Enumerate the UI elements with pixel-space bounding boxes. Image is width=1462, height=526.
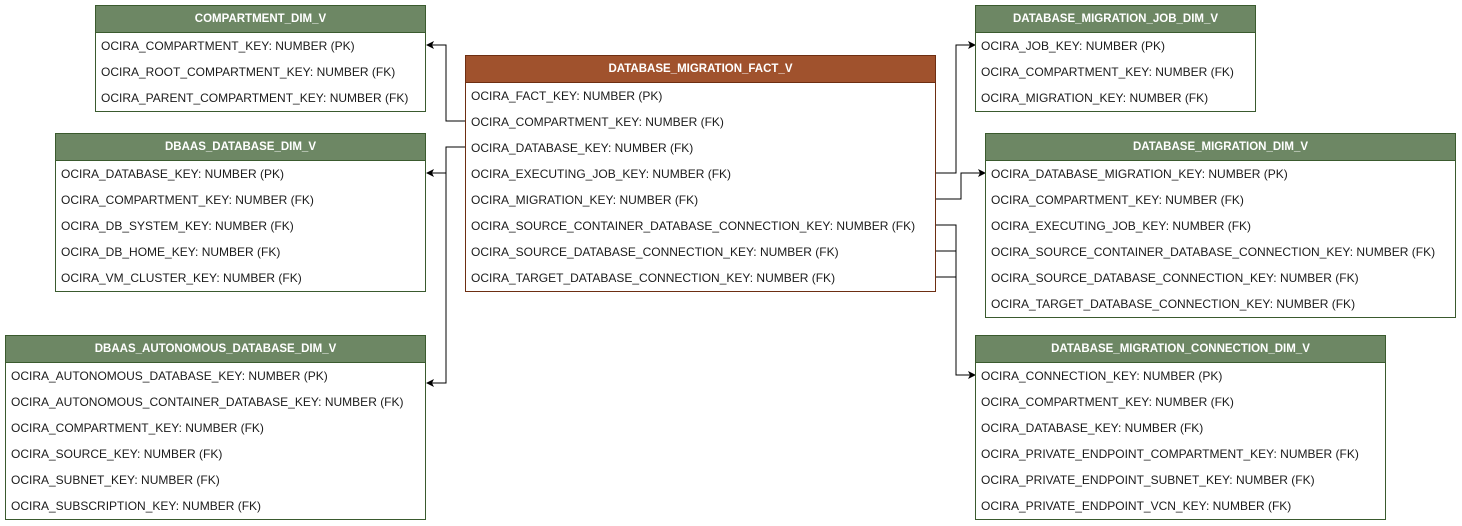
entity-title: DBAAS_AUTONOMOUS_DATABASE_DIM_V (6, 336, 425, 363)
entity-dbaas-autonomous-database-dim[interactable]: DBAAS_AUTONOMOUS_DATABASE_DIM_V OCIRA_AU… (5, 335, 426, 520)
link-migration (936, 169, 986, 200)
entity-title: DATABASE_MIGRATION_FACT_V (466, 56, 935, 83)
field-row: OCIRA_MIGRATION_KEY: NUMBER (FK) (471, 193, 699, 207)
entity-database-migration-job-dim[interactable]: DATABASE_MIGRATION_JOB_DIM_V OCIRA_JOB_K… (975, 5, 1256, 112)
field-row: OCIRA_VM_CLUSTER_KEY: NUMBER (FK) (61, 271, 302, 285)
field-row: OCIRA_DB_HOME_KEY: NUMBER (FK) (61, 245, 281, 259)
field-row: OCIRA_COMPARTMENT_KEY: NUMBER (FK) (61, 193, 314, 207)
field-row: OCIRA_COMPARTMENT_KEY: NUMBER (FK) (981, 65, 1234, 79)
entity-title: DATABASE_MIGRATION_CONNECTION_DIM_V (976, 336, 1385, 363)
link-database (426, 146, 466, 177)
field-row: OCIRA_PRIVATE_ENDPOINT_COMPARTMENT_KEY: … (981, 447, 1359, 461)
field-row: OCIRA_AUTONOMOUS_DATABASE_KEY: NUMBER (P… (11, 369, 328, 383)
entity-compartment-dim[interactable]: COMPARTMENT_DIM_V OCIRA_COMPARTMENT_KEY:… (95, 5, 426, 112)
field-row: OCIRA_PARENT_COMPARTMENT_KEY: NUMBER (FK… (101, 91, 409, 105)
entity-database-migration-fact[interactable]: DATABASE_MIGRATION_FACT_V OCIRA_FACT_KEY… (465, 55, 936, 292)
field-row: OCIRA_SUBNET_KEY: NUMBER (FK) (11, 473, 220, 487)
field-row: OCIRA_COMPARTMENT_KEY: NUMBER (FK) (11, 421, 264, 435)
field-row: OCIRA_MIGRATION_KEY: NUMBER (FK) (981, 91, 1209, 105)
link-compartment (426, 41, 466, 122)
field-row: OCIRA_AUTONOMOUS_CONTAINER_DATABASE_KEY:… (11, 395, 404, 409)
entity-dbaas-database-dim[interactable]: DBAAS_DATABASE_DIM_V OCIRA_DATABASE_KEY:… (55, 133, 426, 292)
field-row: OCIRA_COMPARTMENT_KEY: NUMBER (PK) (101, 39, 355, 53)
field-row: OCIRA_SUBSCRIPTION_KEY: NUMBER (FK) (11, 499, 262, 513)
field-row: OCIRA_COMPARTMENT_KEY: NUMBER (FK) (471, 115, 724, 129)
entity-title: DATABASE_MIGRATION_JOB_DIM_V (976, 6, 1255, 33)
field-row: OCIRA_PRIVATE_ENDPOINT_VCN_KEY: NUMBER (… (981, 499, 1292, 513)
field-row: OCIRA_DATABASE_KEY: NUMBER (PK) (61, 167, 284, 181)
field-row: OCIRA_TARGET_DATABASE_CONNECTION_KEY: NU… (991, 297, 1356, 311)
field-row: OCIRA_COMPARTMENT_KEY: NUMBER (FK) (981, 395, 1234, 409)
field-row: OCIRA_SOURCE_CONTAINER_DATABASE_CONNECTI… (991, 245, 1436, 259)
field-row: OCIRA_DB_SYSTEM_KEY: NUMBER (FK) (61, 219, 294, 233)
field-row: OCIRA_SOURCE_KEY: NUMBER (FK) (11, 447, 223, 461)
entity-title: DBAAS_DATABASE_DIM_V (56, 134, 425, 161)
link-job (936, 41, 976, 174)
field-row: OCIRA_TARGET_DATABASE_CONNECTION_KEY: NU… (471, 271, 836, 285)
field-row: OCIRA_EXECUTING_JOB_KEY: NUMBER (FK) (471, 167, 732, 181)
field-row: OCIRA_DATABASE_KEY: NUMBER (FK) (981, 421, 1204, 435)
field-row: OCIRA_SOURCE_DATABASE_CONNECTION_KEY: NU… (991, 271, 1359, 285)
field-row: OCIRA_DATABASE_KEY: NUMBER (FK) (471, 141, 694, 155)
field-row: OCIRA_CONNECTION_KEY: NUMBER (PK) (981, 369, 1223, 383)
field-row: OCIRA_COMPARTMENT_KEY: NUMBER (FK) (991, 193, 1244, 207)
field-row: OCIRA_PRIVATE_ENDPOINT_SUBNET_KEY: NUMBE… (981, 473, 1315, 487)
field-row: OCIRA_JOB_KEY: NUMBER (PK) (981, 39, 1166, 53)
link-connection (936, 224, 976, 379)
field-row: OCIRA_DATABASE_MIGRATION_KEY: NUMBER (PK… (991, 167, 1288, 181)
link-autonomous-database (426, 173, 447, 387)
entity-database-migration-connection-dim[interactable]: DATABASE_MIGRATION_CONNECTION_DIM_V OCIR… (975, 335, 1386, 520)
entity-title: DATABASE_MIGRATION_DIM_V (986, 134, 1455, 161)
field-row: OCIRA_ROOT_COMPARTMENT_KEY: NUMBER (FK) (101, 65, 396, 79)
field-row: OCIRA_EXECUTING_JOB_KEY: NUMBER (FK) (991, 219, 1252, 233)
entity-database-migration-dim[interactable]: DATABASE_MIGRATION_DIM_V OCIRA_DATABASE_… (985, 133, 1456, 318)
field-row: OCIRA_SOURCE_DATABASE_CONNECTION_KEY: NU… (471, 245, 839, 259)
field-row: OCIRA_FACT_KEY: NUMBER (PK) (471, 89, 663, 103)
field-row: OCIRA_SOURCE_CONTAINER_DATABASE_CONNECTI… (471, 219, 916, 233)
entity-title: COMPARTMENT_DIM_V (96, 6, 425, 33)
